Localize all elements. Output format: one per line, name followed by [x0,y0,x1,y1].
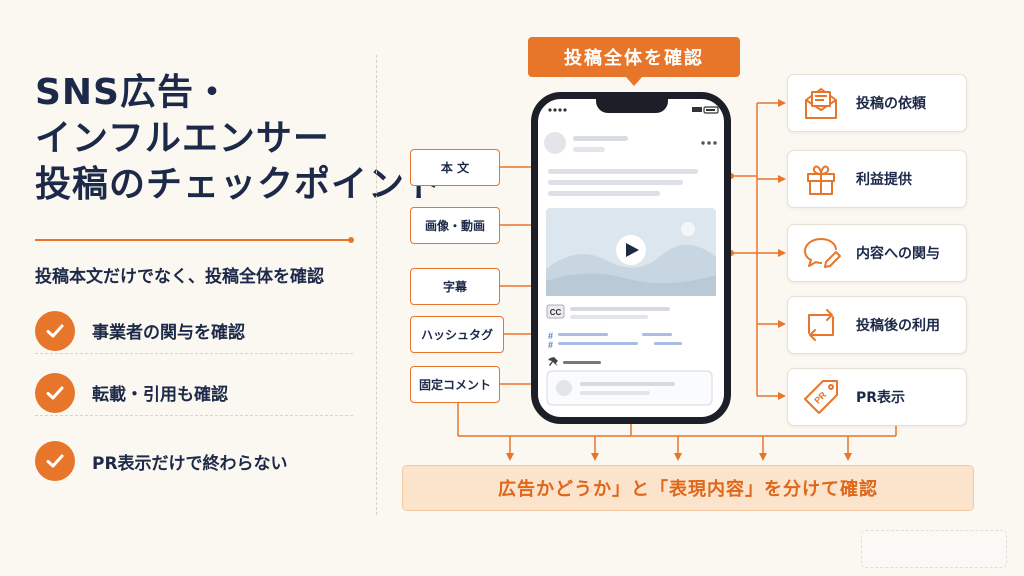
checkmark-icon [35,310,75,351]
card-post-request: 投稿の依頼 [787,74,967,132]
label-body-text: 本 文 [410,149,500,186]
card-label: 投稿の依頼 [856,96,926,112]
subtitle: 投稿本文だけでなく、投稿全体を確認 [35,267,324,287]
top-banner: 投稿全体を確認 [528,37,740,86]
hashtag-symbol: # [548,331,553,341]
check-item-label: PR表示だけで終わらない [92,453,288,474]
phone-mockup: CC # # [531,92,731,424]
label-hashtags: ハッシュタグ [410,316,504,353]
bottom-banner: 広告かどうか」と「表現内容」を分けて確認 [402,465,974,511]
card-label: 内容への関与 [856,246,940,262]
checkmark-icon [35,441,75,481]
check-item-label: 事業者の関与を確認 [92,323,245,343]
card-post-usage: 投稿後の利用 [787,296,967,354]
pr-tag-icon: PR [798,374,844,420]
card-label: 利益提供 [856,172,912,188]
title-line-1: SNS広告・ [35,72,231,113]
phone-notch [596,99,668,113]
card-label: 投稿後の利用 [856,318,940,334]
check-item-2: 転載・引用も確認 [35,370,353,416]
svg-text:PR: PR [812,389,828,405]
caption-cc-icon: CC [550,308,562,317]
hashtag-symbol: # [548,340,553,350]
pin-icon [548,357,558,366]
speech-bubble-pencil-icon [798,230,844,276]
empty-placeholder-box [861,530,1007,568]
title-line-2: インフルエンサー [35,118,330,159]
envelope-document-icon [798,80,844,126]
title-underline [35,237,354,243]
label-image-video: 画像・動画 [410,207,500,244]
card-content-involvement: 内容への関与 [787,224,967,282]
phone-screen-content: CC # # [544,106,719,406]
gift-icon [798,156,844,202]
check-item-label: 転載・引用も確認 [92,385,228,405]
card-pr-label: PR PR表示 [787,368,967,426]
checkmark-icon [35,372,75,413]
label-subtitles: 字幕 [410,268,500,305]
repost-arrows-icon [798,302,844,348]
check-item-1: 事業者の関与を確認 [35,308,353,354]
label-pinned-comment: 固定コメント [410,366,500,403]
card-benefit: 利益提供 [787,150,967,208]
vertical-divider [376,55,377,515]
check-item-3: PR表示だけで終わらない [35,438,353,484]
card-label: PR表示 [856,390,906,406]
